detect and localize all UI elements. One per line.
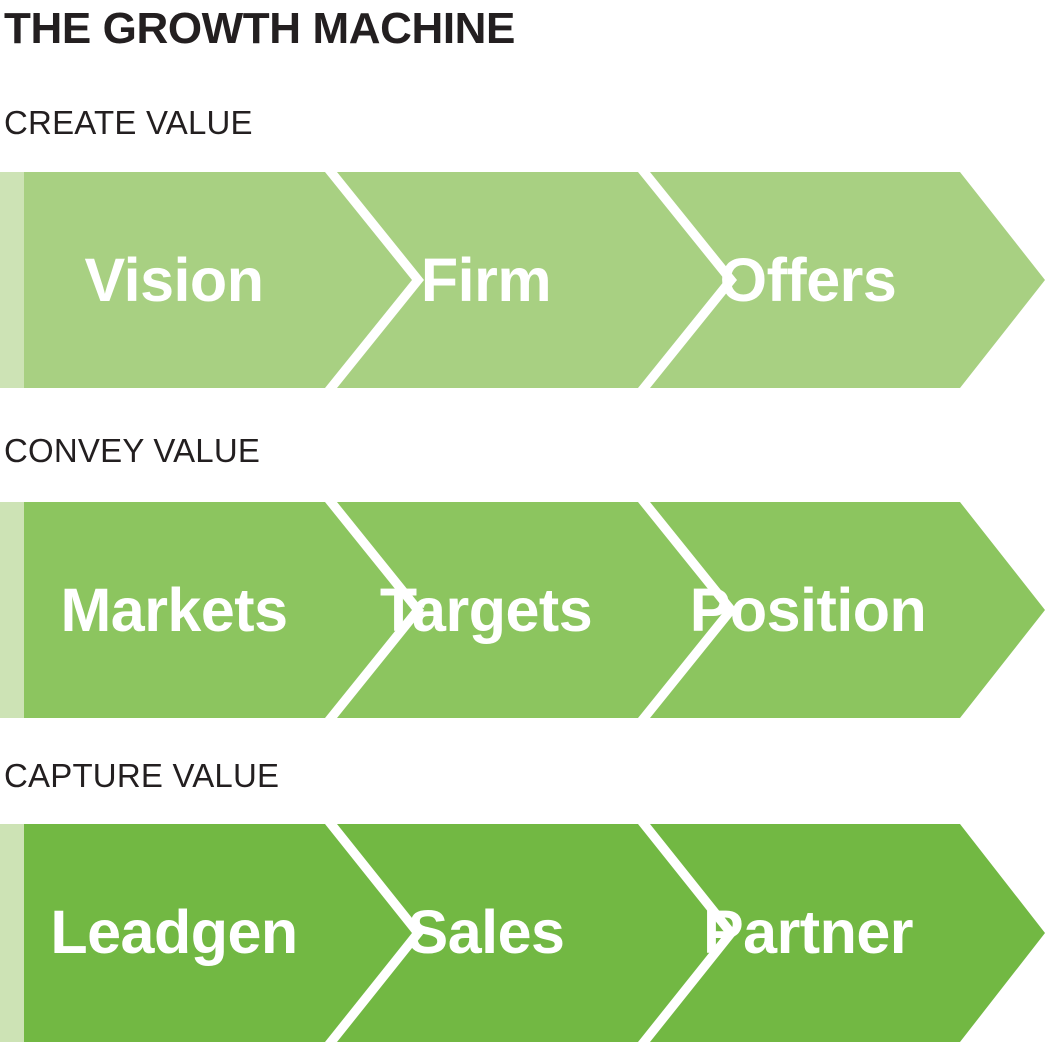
arrow-row-convey-value: Markets Targets Position	[0, 502, 1045, 718]
row2-segment-2-shape[interactable]	[337, 502, 725, 718]
page-title: THE GROWTH MACHINE	[4, 4, 515, 53]
row3-segment-2-shape[interactable]	[337, 824, 725, 1042]
arrow-row-create-value: Vision Firm Offers	[0, 172, 1045, 388]
row3-segment-3-shape[interactable]	[650, 824, 1045, 1042]
row2-segment-1-shape[interactable]	[24, 502, 412, 718]
arrow-row-capture-value: Leadgen Sales Partner	[0, 824, 1045, 1042]
arrow-row-1-graphic	[0, 172, 1045, 388]
section-label-convey-value: CONVEY VALUE	[4, 432, 261, 469]
row2-left-cap	[0, 502, 24, 718]
row1-left-cap	[0, 172, 24, 388]
arrow-row-3-graphic	[0, 824, 1045, 1042]
row3-left-cap	[0, 824, 24, 1042]
row1-segment-3-shape[interactable]	[650, 172, 1045, 388]
arrow-row-2-graphic	[0, 502, 1045, 718]
row1-segment-2-shape[interactable]	[337, 172, 725, 388]
row2-segment-3-shape[interactable]	[650, 502, 1045, 718]
row1-segment-1-shape[interactable]	[24, 172, 412, 388]
section-label-capture-value: CAPTURE VALUE	[4, 757, 280, 794]
section-label-create-value: CREATE VALUE	[4, 104, 253, 141]
row3-segment-1-shape[interactable]	[24, 824, 412, 1042]
